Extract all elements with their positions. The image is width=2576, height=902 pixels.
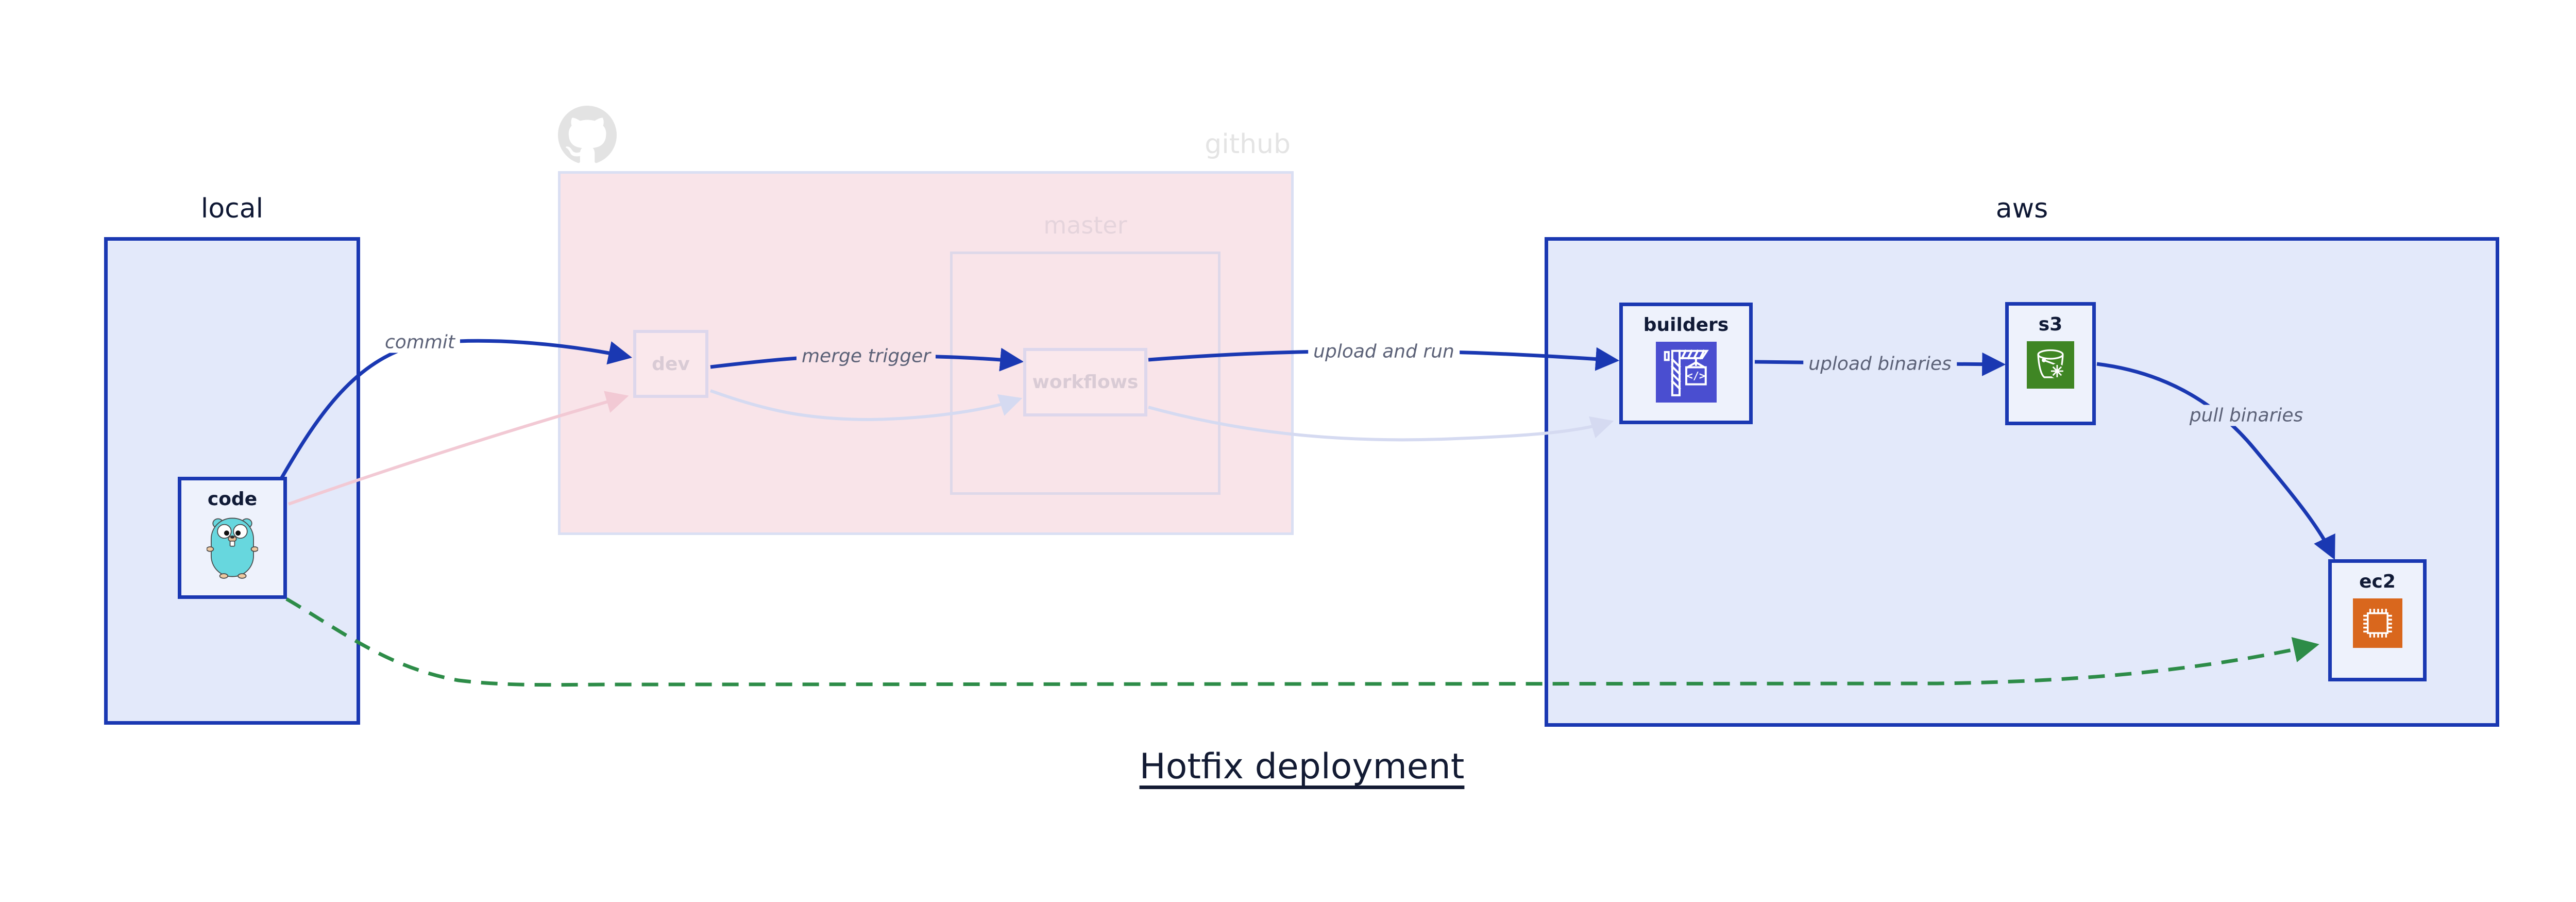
group-github-label: github bbox=[1205, 129, 1291, 160]
aws-s3-bucket-icon bbox=[2027, 341, 2074, 389]
node-workflows-title: workflows bbox=[1032, 372, 1139, 393]
edge-hotfix-dashed-arrow bbox=[285, 597, 2319, 687]
node-workflows: workflows bbox=[1023, 348, 1147, 416]
edge-faded-code-to-dev bbox=[287, 391, 629, 506]
node-builders: builders </> bbox=[1619, 303, 1753, 424]
edge-label-merge-trigger: merge trigger bbox=[796, 345, 936, 367]
aws-codebuild-icon: </> bbox=[1655, 342, 1717, 403]
github-octocat-icon bbox=[558, 106, 617, 163]
group-aws-label: aws bbox=[1995, 193, 2048, 224]
group-master-box bbox=[950, 252, 1221, 495]
go-gopher-icon bbox=[207, 517, 258, 579]
node-code: code bbox=[178, 477, 287, 599]
page-title: Hotfix deployment bbox=[0, 746, 2576, 787]
node-code-title: code bbox=[207, 489, 258, 510]
edge-label-upload-and-run: upload and run bbox=[1308, 341, 1460, 362]
edge-label-pull-binaries: pull binaries bbox=[2184, 405, 2309, 426]
node-ec2: ec2 bbox=[2328, 559, 2427, 681]
group-master-label: master bbox=[1043, 211, 1127, 239]
svg-text:</>: </> bbox=[1686, 370, 1705, 382]
edge-label-upload-binaries: upload binaries bbox=[1803, 353, 1957, 375]
node-s3-title: s3 bbox=[2038, 314, 2063, 335]
node-dev: dev bbox=[633, 330, 708, 398]
node-s3: s3 bbox=[2005, 302, 2096, 425]
group-local-label: local bbox=[200, 193, 264, 224]
node-builders-title: builders bbox=[1643, 314, 1729, 336]
aws-ec2-chip-icon bbox=[2352, 598, 2402, 648]
page-title-text: Hotfix deployment bbox=[1139, 746, 1465, 787]
edge-faded-workflows-to-builders bbox=[1148, 406, 1614, 442]
edge-pull-binaries-arrow bbox=[2096, 362, 2335, 560]
edge-faded-dev-to-workflows bbox=[709, 389, 1023, 422]
node-ec2-title: ec2 bbox=[2359, 571, 2396, 592]
node-dev-title: dev bbox=[652, 353, 690, 375]
edge-label-commit: commit bbox=[379, 331, 461, 353]
